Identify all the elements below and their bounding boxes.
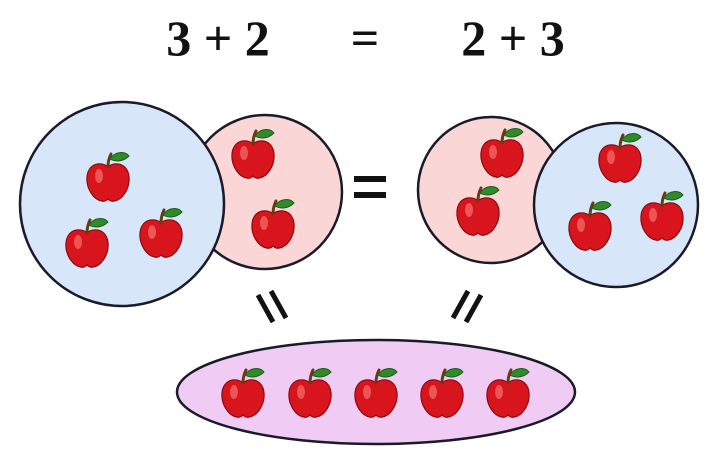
right-slanted-equals-sign [450,289,484,324]
equation-left-text: 3 + 2 [166,10,270,66]
equation-equals-text: = [351,10,380,66]
left-slanted-equals-sign [255,289,289,324]
right-blue-circle [532,121,700,289]
equation-right-text: 2 + 3 [461,10,565,66]
left-blue-circle [18,100,226,308]
middle-equals-sign [354,176,386,198]
